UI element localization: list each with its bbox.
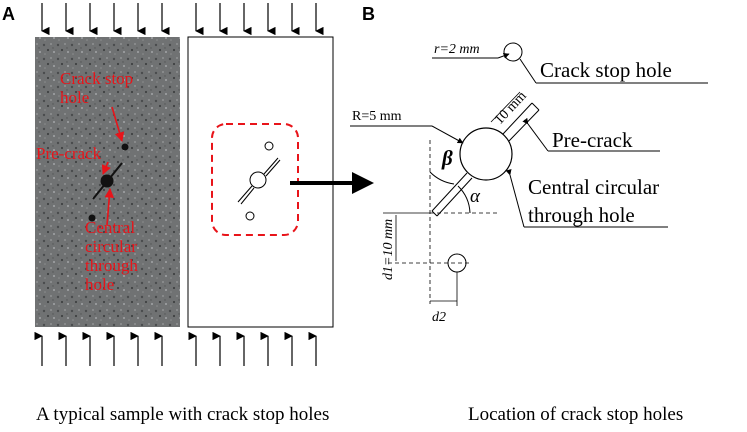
label-central-line4: hole	[85, 275, 114, 294]
r-big-arrow	[431, 125, 464, 144]
bottom-load-arrows	[34, 331, 317, 366]
detail-crack-stop-hole-top	[503, 42, 523, 62]
label-pre-crack-b: Pre-crack	[552, 128, 633, 152]
crack-stop-leader-a	[519, 58, 537, 84]
panel-b-letter: B	[362, 4, 375, 24]
detail-pre-crack-upper-end	[531, 102, 540, 111]
label-10mm: 10 mm	[492, 89, 530, 128]
beta-arc	[429, 171, 455, 185]
detail-pre-crack-upper-b	[508, 109, 540, 142]
label-central-line2: circular	[85, 237, 137, 256]
label-crack-stop-line2: hole	[60, 88, 89, 107]
granite-crack-stop-hole-top	[121, 143, 129, 151]
label-alpha: α	[470, 186, 481, 207]
detail-pre-crack-upper-a	[502, 102, 533, 135]
alpha-arc	[457, 185, 471, 214]
sketch-crack-stop-hole-top	[264, 141, 274, 151]
label-central-b-line2: through hole	[528, 203, 635, 227]
label-pre-crack: Pre-crack	[36, 144, 102, 163]
dim-10mm-line	[490, 91, 521, 123]
label-r-big: R=5 mm	[352, 109, 402, 124]
granite-crack-stop-hole-bottom	[88, 214, 96, 222]
label-crack-stop-hole: Crack stop hole	[540, 58, 672, 82]
label-central-line3: through	[85, 256, 138, 275]
label-crack-stop-line1: Crack stop	[60, 69, 133, 88]
sketch-pre-crack-upper-a	[263, 157, 279, 175]
label-beta: β	[441, 146, 453, 170]
r-small-arrow	[497, 53, 510, 59]
caption-a: A typical sample with crack stop holes	[36, 404, 329, 425]
detail-pre-crack-lower-b	[436, 177, 473, 217]
label-d2: d2	[432, 310, 446, 325]
detail-pre-crack-lower-end	[431, 210, 438, 217]
dashed-detail-box	[211, 123, 299, 236]
label-d1: d1=10 mm	[381, 219, 396, 280]
label-r-small: r=2 mm	[434, 42, 480, 57]
detail-crack-stop-hole-bottom	[447, 253, 467, 273]
panel-a-letter: A	[2, 4, 15, 24]
pre-crack-leader-a	[522, 117, 549, 152]
sketch-pre-crack-lower-a	[237, 185, 253, 203]
label-central-line1: Central	[85, 218, 135, 237]
sketch-pre-crack-lower-b	[240, 187, 255, 205]
sketch-pre-crack-upper-b	[265, 159, 281, 177]
caption-b: Location of crack stop holes	[468, 404, 683, 425]
central-leader-a	[505, 169, 525, 228]
sketch-central-hole	[249, 171, 267, 189]
detail-central-hole	[459, 127, 513, 181]
top-load-arrows	[41, 3, 324, 36]
sketch-crack-stop-hole-bottom	[245, 211, 255, 221]
label-central-b-line1: Central circular	[528, 175, 659, 199]
transition-arrow-head	[352, 172, 374, 194]
panel-a-annotation-arrows	[101, 106, 125, 226]
detail-pre-crack-lower-a	[431, 172, 468, 212]
granite-pre-crack	[92, 162, 123, 200]
panel-a-annotations: Crack stop hole Pre-crack Central circul…	[36, 69, 138, 294]
